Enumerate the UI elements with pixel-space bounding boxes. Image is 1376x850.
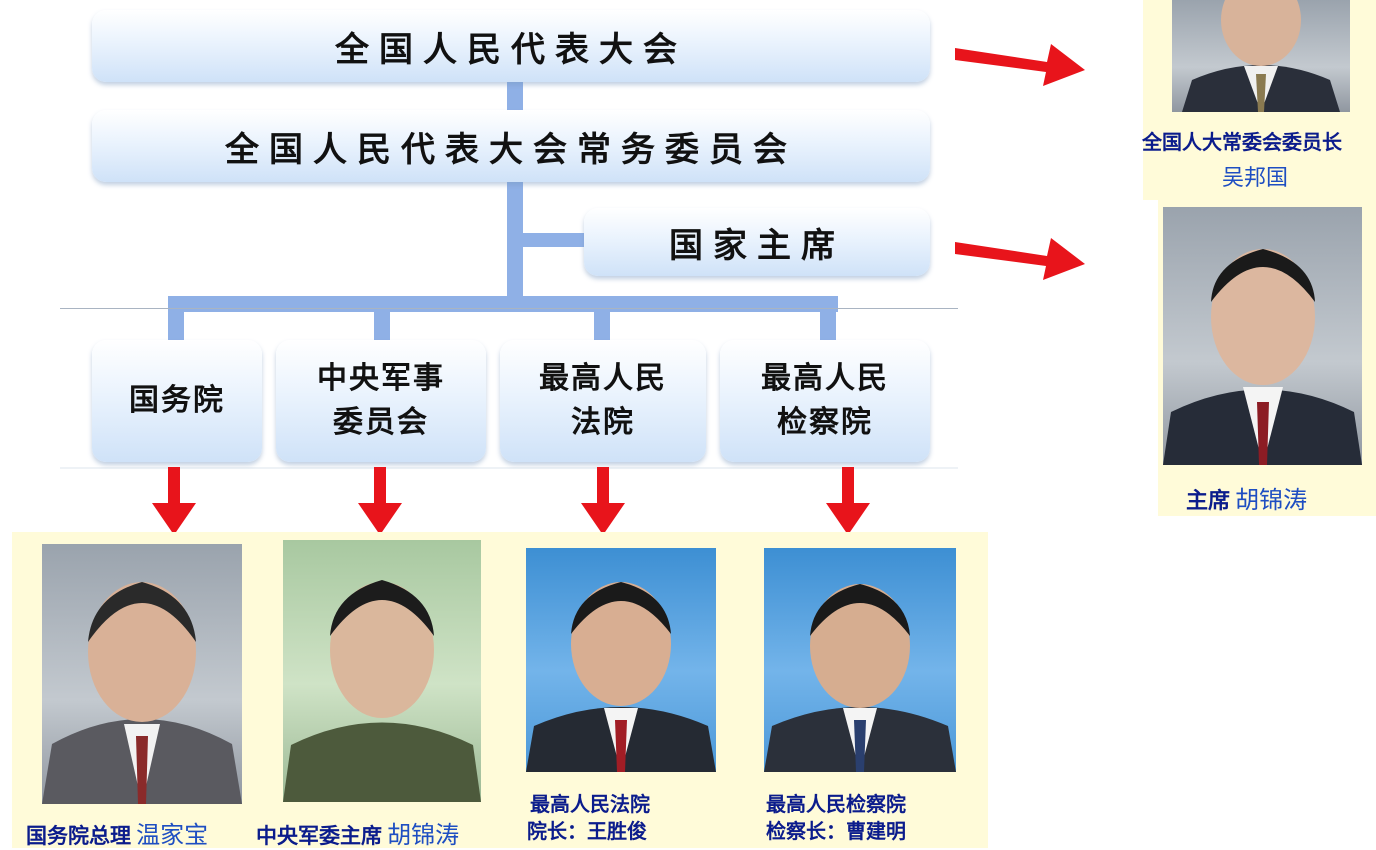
connector-drop-4: [820, 310, 836, 343]
connector-drop-2: [374, 310, 390, 343]
military-commission-label: 中央军事 委员会: [317, 361, 445, 440]
procurator-caption-line1: 最高人民检察院: [766, 792, 906, 816]
connector-drop-3: [594, 310, 610, 343]
procuratorate-label: 最高人民 检察院: [761, 361, 889, 440]
person-photo: [283, 540, 481, 802]
connector-npc-npcsc: [507, 80, 523, 113]
npc-label: 全国人民代表大会: [335, 29, 687, 70]
npc-box: 全国人民代表大会: [92, 10, 930, 82]
procurator-caption-line2: 检察长：曹建明: [766, 819, 906, 843]
person-photo: [1172, 0, 1350, 112]
president-label: 国家主席: [669, 225, 845, 266]
npc-chair-name: 吴邦国: [1222, 166, 1289, 191]
state-council-box: 国务院: [92, 340, 262, 462]
connector-trunk: [507, 178, 523, 306]
connector-president: [523, 233, 585, 247]
arrow-down-icon: [358, 467, 402, 535]
court-caption-line2: 院长：王胜俊: [527, 819, 647, 843]
divider-line: [60, 308, 958, 309]
president-box: 国家主席: [584, 208, 930, 276]
person-photo: [526, 548, 716, 772]
premier-caption: 国务院总理 温家宝: [26, 821, 209, 849]
arrow-down-icon: [581, 467, 625, 535]
connector-drop-1: [168, 310, 184, 343]
person-photo: [42, 544, 242, 804]
president-caption: 主席 胡锦涛: [1186, 486, 1308, 514]
procuratorate-box: 最高人民 检察院: [720, 340, 930, 462]
connector-bus: [168, 296, 838, 312]
arrow-right-icon: [955, 44, 1085, 86]
person-photo: [1163, 207, 1362, 465]
divider-line-lower: [60, 467, 958, 469]
supreme-court-box: 最高人民 法院: [500, 340, 706, 462]
npcsc-label: 全国人民代表大会常务委员会: [225, 129, 797, 170]
court-caption-line1: 最高人民法院: [530, 792, 650, 816]
military-commission-box: 中央军事 委员会: [276, 340, 486, 462]
npcsc-box: 全国人民代表大会常务委员会: [92, 110, 930, 182]
state-council-label: 国务院: [129, 383, 225, 418]
cmc-caption: 中央军委主席 胡锦涛: [256, 821, 460, 849]
arrow-right-icon: [955, 238, 1085, 280]
supreme-court-label: 最高人民 法院: [539, 361, 667, 440]
npc-chair-title: 全国人大常委会委员长: [1142, 130, 1342, 154]
arrow-down-icon: [152, 467, 196, 535]
arrow-down-icon: [826, 467, 870, 535]
person-photo: [764, 548, 956, 772]
